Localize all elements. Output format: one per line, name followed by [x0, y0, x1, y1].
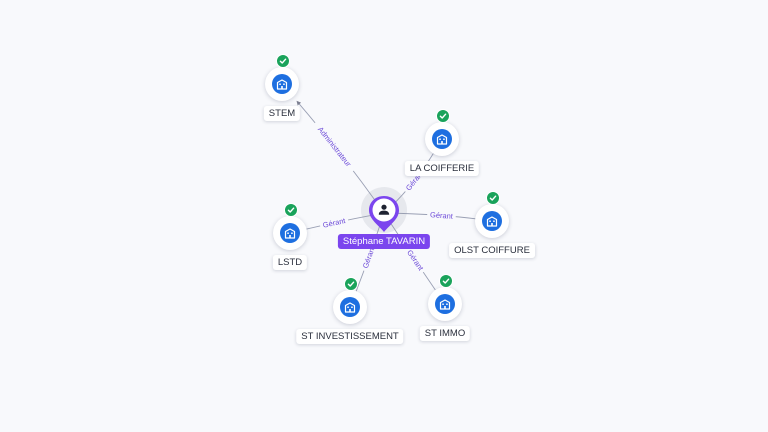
edge-label-bg [403, 245, 427, 275]
building-icon [284, 228, 296, 239]
edge-label-bg [426, 209, 457, 222]
company-icon-circle [428, 274, 462, 321]
edge-label-bg [359, 242, 378, 273]
verified-badge [276, 54, 290, 68]
map-pin-marker [369, 196, 399, 232]
edge-label-lstd: Gérant [322, 216, 347, 230]
building-icon [276, 79, 288, 90]
building-icon [439, 299, 451, 310]
company-name: LSTD [272, 255, 308, 270]
company-name: ST INVESTISSEMENT [296, 329, 404, 344]
company-name: ST IMMO [419, 326, 471, 341]
company-icon-circle [425, 109, 459, 156]
check-icon [347, 281, 355, 287]
edge-label-olst-coiffure: Gérant [430, 210, 454, 221]
verified-badge [486, 191, 500, 205]
company-name: OLST COIFFURE [449, 243, 535, 258]
verified-badge [439, 274, 453, 288]
company-name: LA COIFFERIE [404, 161, 480, 176]
building-icon [486, 216, 498, 227]
check-icon [489, 195, 497, 201]
edge-label-bg [319, 215, 350, 231]
verified-badge [284, 203, 298, 217]
company-icon-circle [273, 203, 307, 250]
edge-label-bg [311, 119, 358, 174]
company-icon-circle [333, 277, 367, 324]
building-icon [344, 302, 356, 313]
check-icon [442, 278, 450, 284]
check-icon [287, 207, 295, 213]
check-icon [439, 113, 447, 119]
verified-badge [436, 109, 450, 123]
company-icon-circle [265, 54, 299, 101]
person-name: Stéphane TAVARIN [337, 234, 431, 249]
check-icon [279, 58, 287, 64]
building-icon [436, 134, 448, 145]
verified-badge [344, 277, 358, 291]
company-icon-circle [475, 191, 509, 238]
person-icon [378, 204, 390, 215]
edge-label-stem: Administrateur [316, 125, 353, 169]
company-name: STEM [263, 106, 301, 121]
